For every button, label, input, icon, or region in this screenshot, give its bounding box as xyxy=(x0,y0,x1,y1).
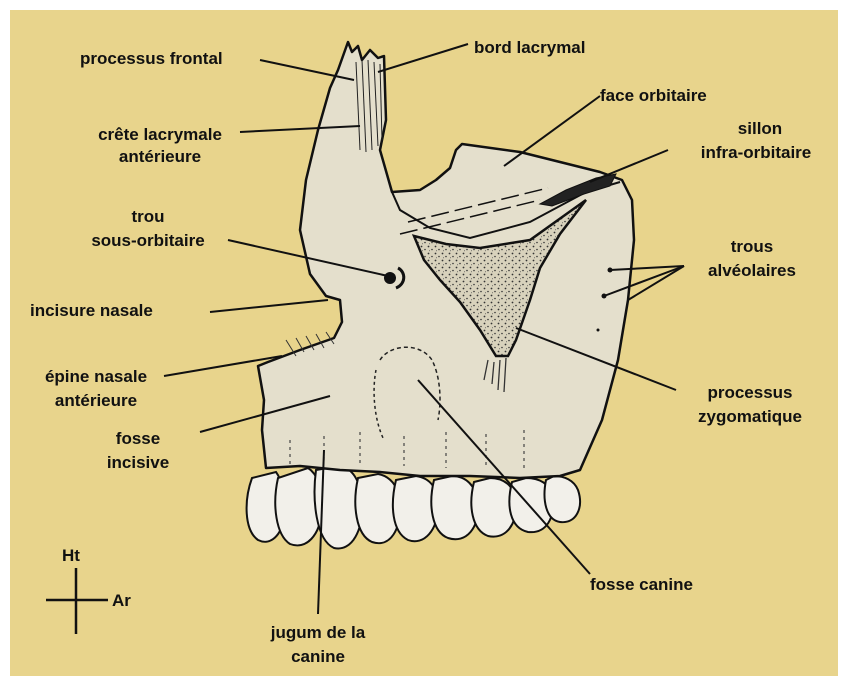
label-trous-alveolaires: trous xyxy=(731,237,774,256)
label-fosse-canine: fosse canine xyxy=(590,575,693,594)
label-bord-lacrymal: bord lacrymal xyxy=(474,38,586,57)
label-sillon-2: infra-orbitaire xyxy=(701,143,812,162)
infraorbital-foramen xyxy=(384,272,396,284)
label-sillon: sillon xyxy=(738,119,782,138)
label-jugum: jugum de la xyxy=(270,623,366,642)
label-fosse-incisive-2: incisive xyxy=(107,453,169,472)
label-trous-alveolaires-2: alvéolaires xyxy=(708,261,796,280)
label-epine-nasale-2: antérieure xyxy=(55,391,137,410)
label-crete-lacrymale: crête lacrymale xyxy=(98,125,222,144)
label-processus-zygo-2: zygomatique xyxy=(698,407,802,426)
label-crete-lacrymale-2: antérieure xyxy=(119,147,201,166)
label-fosse-incisive: fosse xyxy=(116,429,160,448)
label-trou: trou xyxy=(131,207,164,226)
orientation-up-label: Ht xyxy=(62,546,80,565)
orientation-back-label: Ar xyxy=(112,591,131,610)
label-processus-frontal: processus frontal xyxy=(80,49,223,68)
tooth xyxy=(545,476,580,522)
label-jugum-2: canine xyxy=(291,647,345,666)
label-epine-nasale: épine nasale xyxy=(45,367,147,386)
label-processus-zygo: processus xyxy=(707,383,792,402)
label-trou-2: sous-orbitaire xyxy=(91,231,204,250)
label-incisure-nasale: incisure nasale xyxy=(30,301,153,320)
label-face-orbitaire: face orbitaire xyxy=(600,86,707,105)
